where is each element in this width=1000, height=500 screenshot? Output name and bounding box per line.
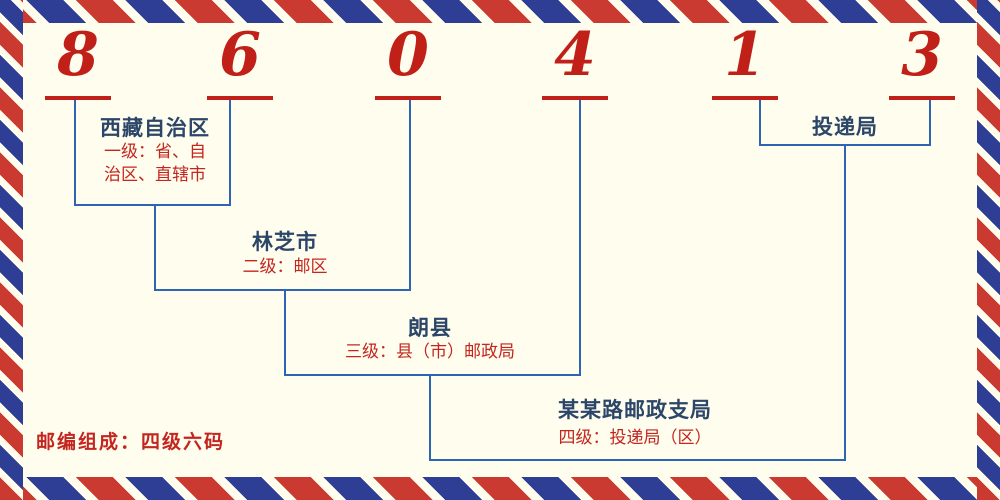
level3-desc: 三级：县（市）邮政局 [345, 342, 515, 362]
delivery-bureau-label: 投递局 [812, 115, 878, 139]
postal-digit: 8 [45, 16, 111, 100]
level2-region-name: 林芝市 [252, 230, 318, 254]
airmail-border-top [0, 0, 1000, 23]
airmail-border-left [0, 0, 23, 500]
level1-desc-line2: 治区、直辖市 [104, 165, 206, 185]
airmail-border-right [977, 0, 1000, 500]
postal-digit: 3 [889, 16, 955, 100]
level1-desc-line1: 一级：省、自 [104, 142, 206, 162]
level4-region-name: 某某路邮政支局 [558, 398, 712, 422]
level4-desc: 四级：投递局（区） [558, 428, 712, 448]
postal-digit: 0 [375, 16, 441, 100]
level1-region-name: 西藏自治区 [100, 116, 210, 140]
postal-digit: 4 [542, 16, 608, 100]
level2-desc: 二级：邮区 [242, 257, 328, 277]
level3-region-name: 朗县 [408, 316, 452, 340]
postal-digit: 1 [712, 16, 778, 100]
composition-note: 邮编组成：四级六码 [36, 431, 226, 453]
airmail-border-bottom [0, 477, 1000, 500]
postal-digit: 6 [207, 16, 273, 100]
